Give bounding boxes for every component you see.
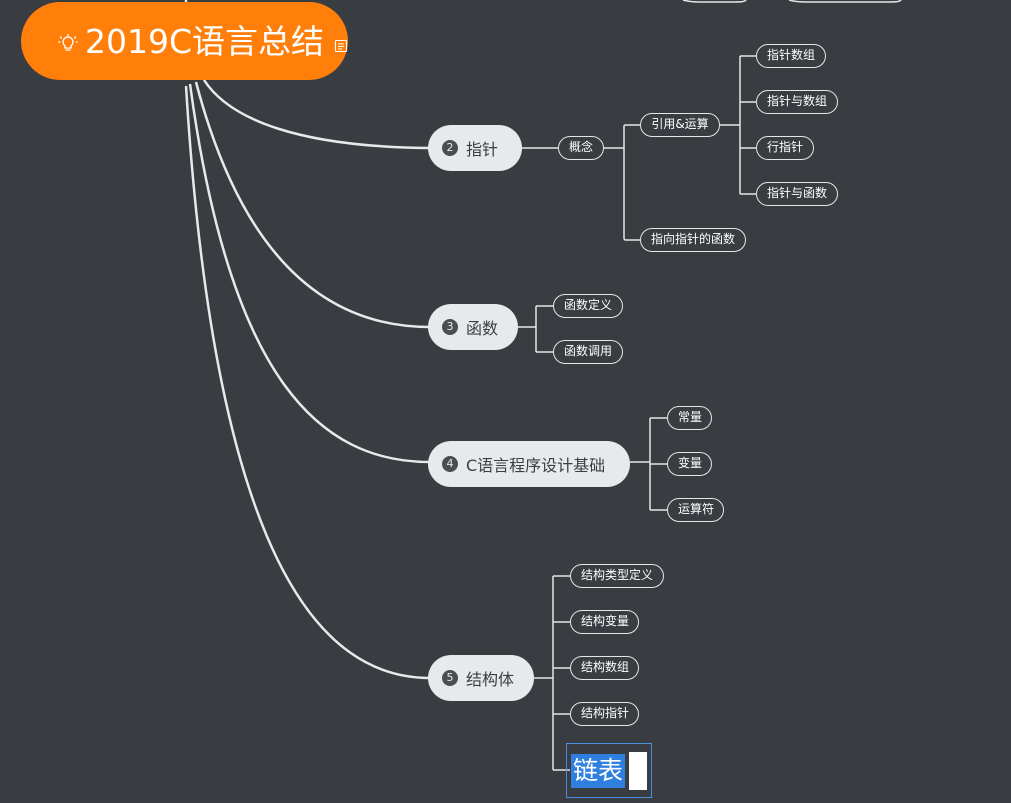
subtopic-struct-array[interactable]: 结构数组 xyxy=(570,656,639,680)
node-edit-box[interactable]: 链表 xyxy=(566,743,652,798)
topic-basics[interactable]: 4 C语言程序设计基础 xyxy=(428,441,630,487)
subtopic-struct-var[interactable]: 结构变量 xyxy=(570,610,639,634)
subtopic-func-call[interactable]: 函数调用 xyxy=(553,340,623,364)
subtopic-ptr-and-func[interactable]: 指针与函数 xyxy=(756,182,838,206)
subtopic-row-ptr[interactable]: 行指针 xyxy=(756,136,814,160)
topic-pointer[interactable]: 2 指针 xyxy=(428,125,522,171)
topic-function[interactable]: 3 函数 xyxy=(428,304,518,350)
note-icon[interactable] xyxy=(334,39,348,53)
subtopic-ptr-array[interactable]: 指针数组 xyxy=(756,44,826,68)
root-topic[interactable]: 2019C语言总结 xyxy=(21,2,348,80)
edit-text-selection[interactable]: 链表 xyxy=(571,754,626,788)
topic-number-badge: 4 xyxy=(442,456,458,472)
topic-number-badge: 3 xyxy=(442,319,458,335)
topic-number-badge: 2 xyxy=(442,140,458,156)
subtopic-ptr-to-ptr-func[interactable]: 指向指针的函数 xyxy=(640,228,746,252)
topic-label: 指针 xyxy=(466,140,499,159)
subtopic-ptr-and-array[interactable]: 指针与数组 xyxy=(756,90,838,114)
lightbulb-icon xyxy=(58,34,78,51)
root-title: 2019C语言总结 xyxy=(85,22,325,61)
subtopic-const[interactable]: 常量 xyxy=(667,406,712,430)
topic-label: 函数 xyxy=(466,319,499,338)
subtopic-operator[interactable]: 运算符 xyxy=(667,498,724,522)
topic-struct[interactable]: 5 结构体 xyxy=(428,655,534,701)
topic-label: C语言程序设计基础 xyxy=(466,456,606,475)
subtopic-struct-type-def[interactable]: 结构类型定义 xyxy=(570,564,664,588)
subtopic-struct-pointer[interactable]: 结构指针 xyxy=(570,702,639,726)
subtopic-func-def[interactable]: 函数定义 xyxy=(553,294,623,318)
text-cursor xyxy=(629,752,647,790)
subtopic-concept[interactable]: 概念 xyxy=(558,136,604,160)
topic-number-badge: 5 xyxy=(442,670,458,686)
subtopic-var[interactable]: 变量 xyxy=(667,452,712,476)
subtopic-ref-ops[interactable]: 引用&运算 xyxy=(640,113,720,137)
topic-label: 结构体 xyxy=(466,670,515,689)
